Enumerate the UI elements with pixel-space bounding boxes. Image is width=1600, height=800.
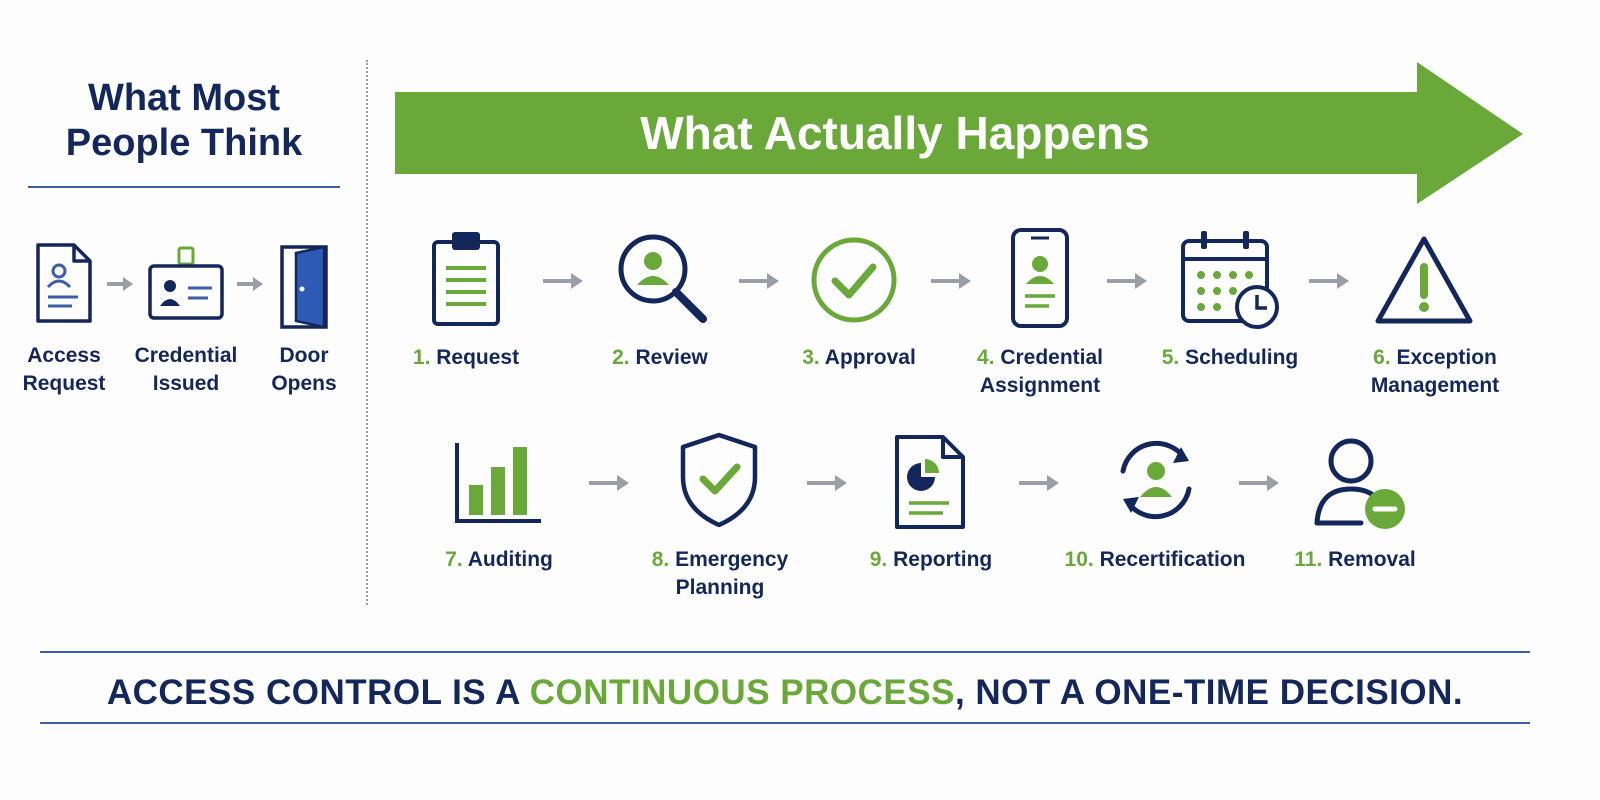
left-step-door-opens: Door Opens <box>271 344 337 395</box>
arrow-right-icon <box>928 268 974 294</box>
step-review: 2. Review <box>612 346 708 369</box>
step-recertification: 10. Recertification <box>1064 548 1246 571</box>
left-title: What Most People Think <box>28 76 340 166</box>
open-door-icon <box>272 240 336 332</box>
banner-arrow <box>395 58 1525 208</box>
arrow-right-icon <box>804 470 850 496</box>
shield-check-icon <box>676 430 762 530</box>
refresh-user-icon <box>1108 432 1204 528</box>
step-scheduling: 5. Scheduling <box>1161 346 1299 369</box>
magnifier-user-icon <box>612 228 712 328</box>
left-step-access-request: Access Request <box>22 344 106 395</box>
bar-chart-icon <box>450 438 544 528</box>
warning-triangle-icon <box>1370 232 1478 328</box>
document-user-icon <box>24 238 104 328</box>
step-reporting: 9. Reporting <box>869 548 993 571</box>
step-exception-management: 6. Exception Management <box>1370 346 1500 397</box>
footer-bottom-rule <box>40 722 1530 724</box>
arrow-right-icon <box>1306 268 1352 294</box>
check-circle-icon <box>808 234 900 326</box>
left-title-line2: People Think <box>65 122 303 164</box>
user-remove-icon <box>1310 432 1410 532</box>
left-title-line1: What Most <box>87 77 281 119</box>
step-approval: 3. Approval <box>802 346 916 369</box>
arrow-right-icon <box>234 272 266 296</box>
arrow-right-icon <box>1104 268 1150 294</box>
mobile-credential-icon <box>1004 226 1076 330</box>
id-badge-icon <box>144 244 228 324</box>
left-step-credential-issued: Credential Issued <box>134 344 238 395</box>
arrow-right-icon <box>736 268 782 294</box>
arrow-right-icon <box>586 470 632 496</box>
footer-tagline: ACCESS CONTROL IS A CONTINUOUS PROCESS, … <box>106 673 1464 712</box>
arrow-right-icon <box>1016 470 1062 496</box>
step-auditing: 7. Auditing <box>445 548 553 571</box>
report-document-icon <box>890 432 970 532</box>
step-credential-assignment: 4. Credential Assignment <box>976 346 1104 397</box>
step-request: 1. Request <box>412 346 520 369</box>
step-removal: 11. Removal <box>1294 548 1416 571</box>
banner-title: What Actually Happens <box>640 107 1150 159</box>
column-divider <box>366 60 368 605</box>
arrow-right-icon <box>540 268 586 294</box>
footer-highlight: CONTINUOUS PROCESS <box>529 673 955 712</box>
step-emergency-planning: 8. Emergency Planning <box>651 548 789 599</box>
clipboard-icon <box>424 226 508 330</box>
arrow-right-icon <box>104 272 136 296</box>
footer-top-rule <box>40 651 1530 653</box>
arrow-right-icon <box>1236 470 1282 496</box>
calendar-clock-icon <box>1176 226 1284 334</box>
left-title-underline <box>28 186 340 188</box>
